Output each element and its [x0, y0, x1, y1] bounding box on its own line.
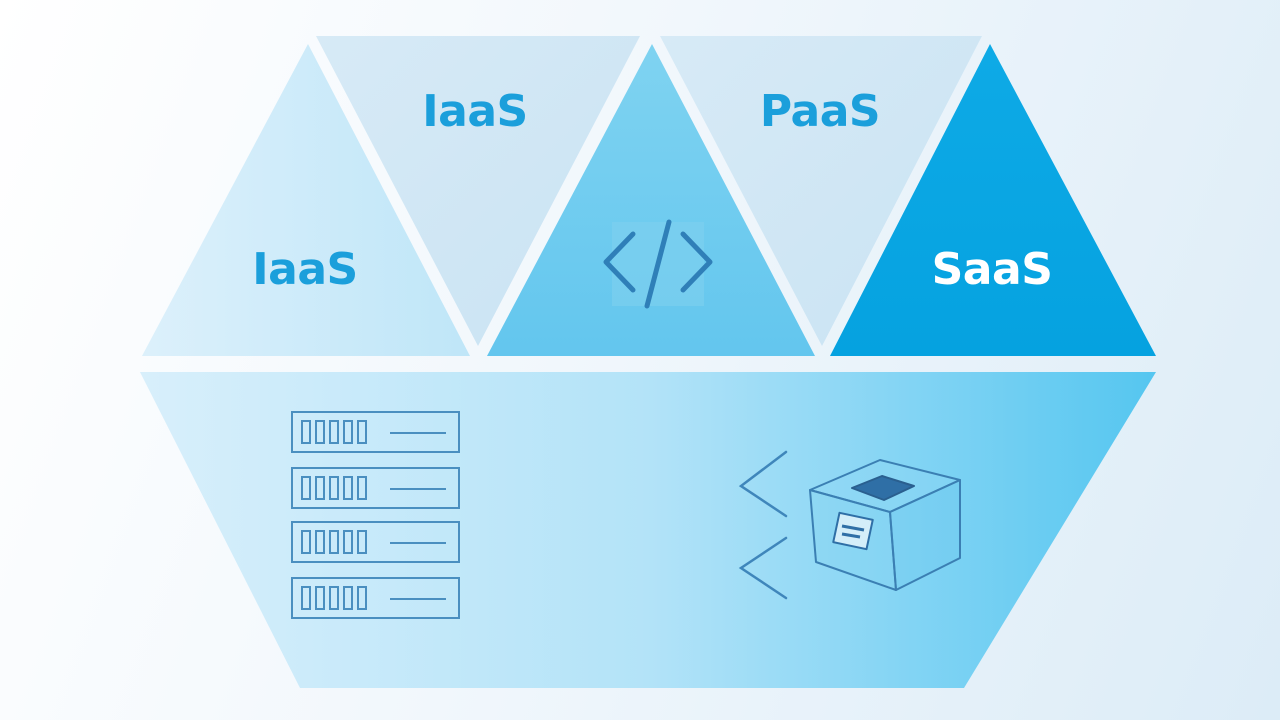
iaas-left-label: IaaS — [252, 244, 358, 295]
paas-top-label: PaaS — [759, 86, 881, 137]
chevron-left-icon — [738, 450, 788, 518]
saas-label: SaaS — [931, 244, 1053, 295]
server-unit — [291, 467, 460, 509]
server-unit — [291, 521, 460, 563]
software-box-icon — [809, 459, 961, 591]
paas-top-triangle — [660, 36, 982, 346]
server-rack-icon — [291, 411, 460, 619]
iaas-left-triangle — [142, 44, 470, 356]
server-unit — [291, 411, 460, 453]
iaas-top-triangle — [316, 36, 640, 346]
chevron-left-icon — [738, 536, 788, 600]
paas-middle-triangle — [487, 44, 815, 356]
server-unit — [291, 577, 460, 619]
saas-triangle — [830, 44, 1156, 356]
iaas-top-label: IaaS — [422, 86, 528, 137]
code-brackets-icon — [603, 219, 713, 309]
